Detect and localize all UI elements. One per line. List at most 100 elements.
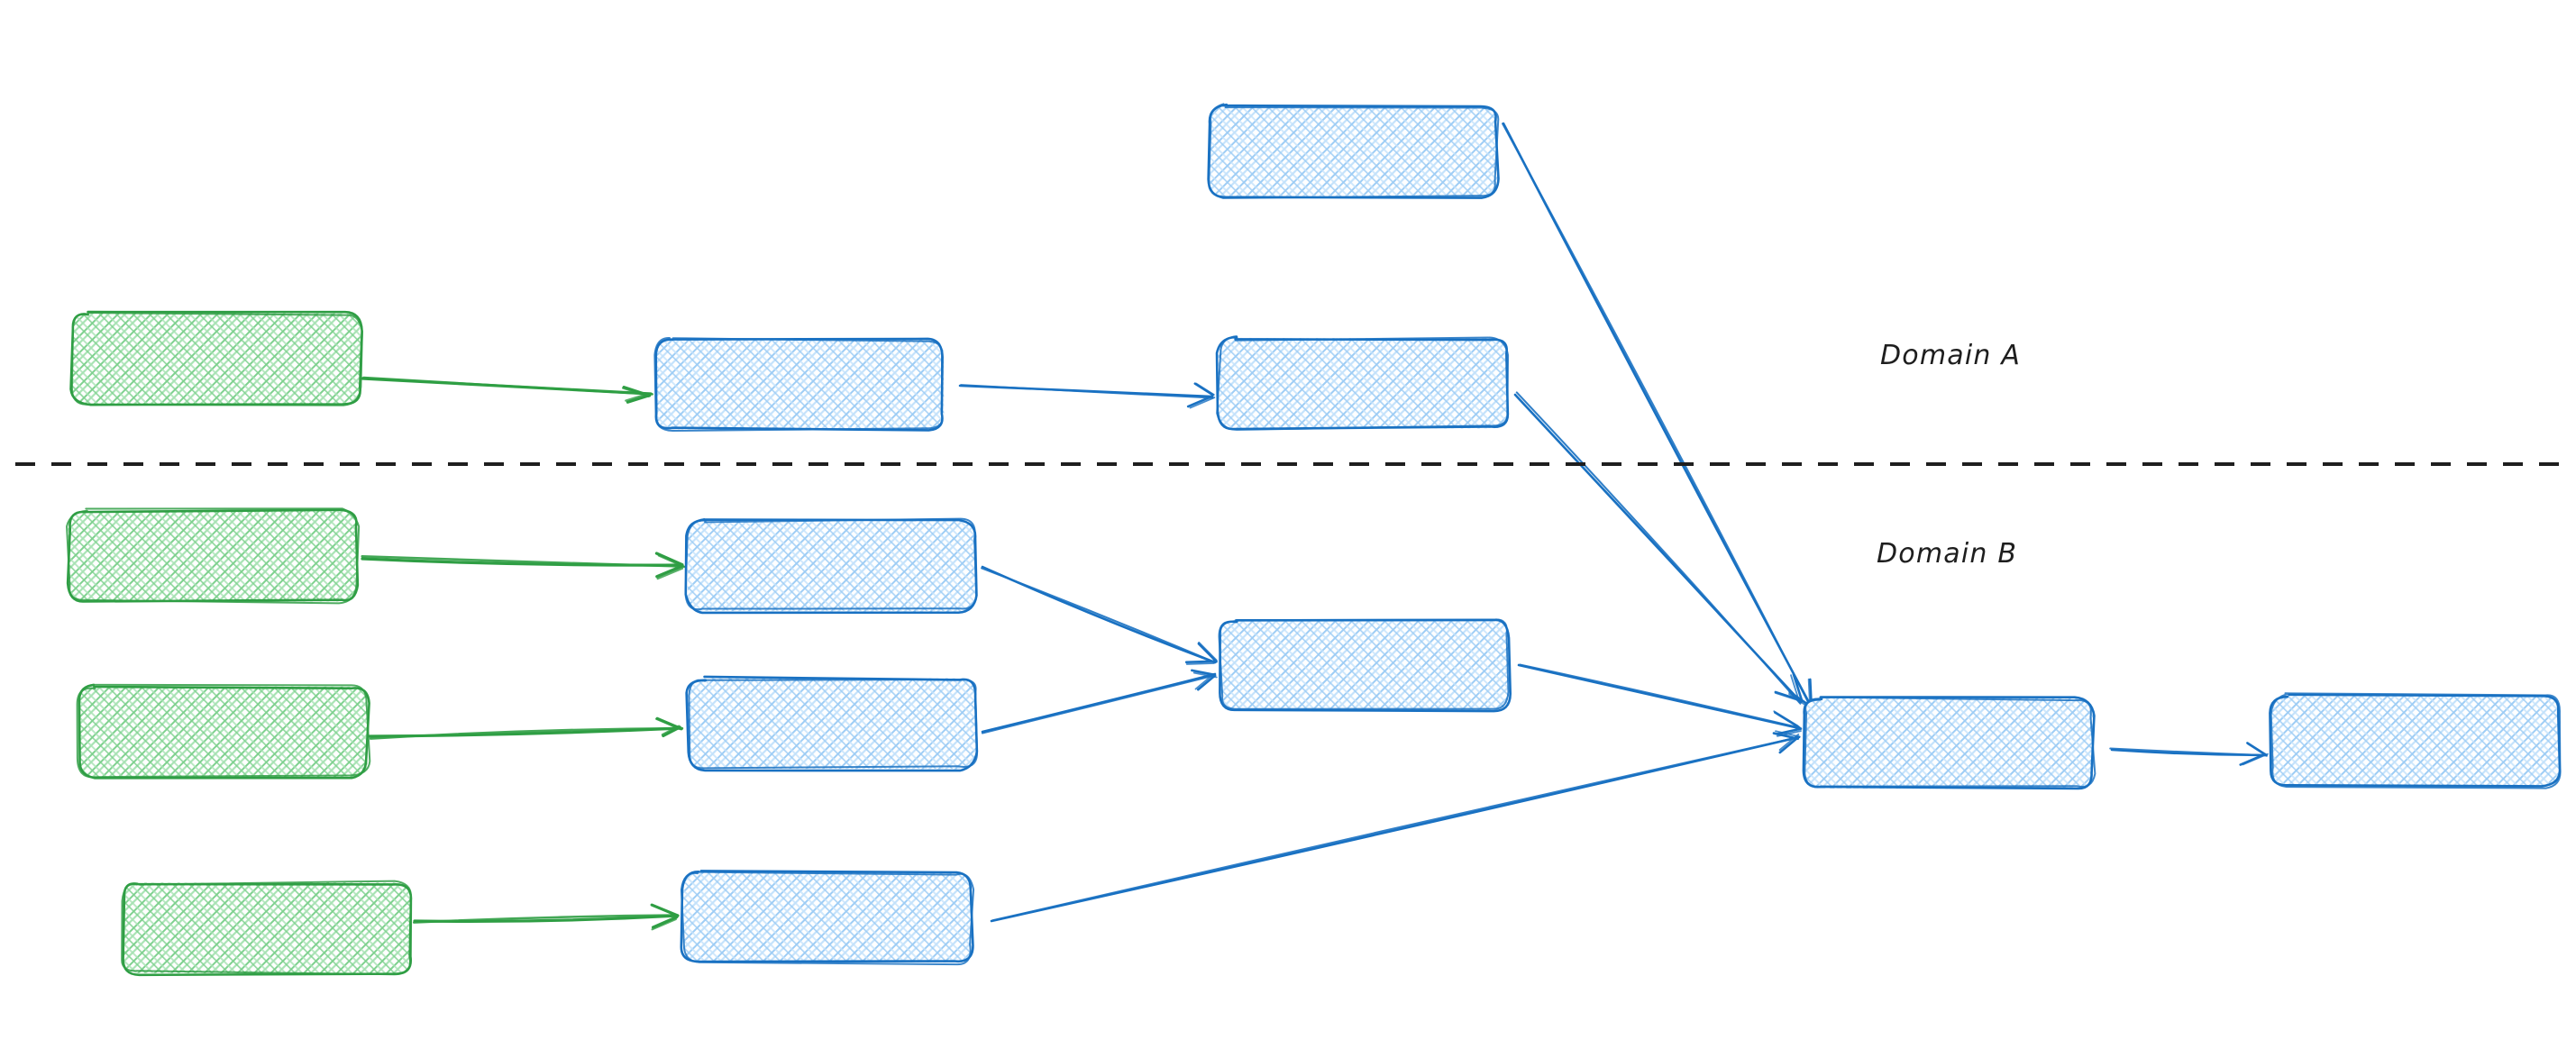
- diagram-node[interactable]: [685, 675, 979, 772]
- diagram-edge[interactable]: [412, 903, 680, 931]
- node-outline-2: [684, 517, 978, 611]
- node-outline-2: [66, 507, 361, 605]
- edge-arrowhead-echo: [1195, 382, 1215, 396]
- edge-arrowhead-echo: [1189, 397, 1216, 409]
- diagram-node[interactable]: [684, 517, 978, 615]
- edge-stroke-2: [412, 914, 679, 924]
- node-fill-hatch-b: [1208, 105, 1498, 197]
- node-outline-1: [78, 683, 370, 780]
- edge-arrowhead-echo: [650, 903, 678, 917]
- node-fill-hatch-b: [68, 511, 358, 602]
- edge-stroke-2: [1502, 123, 1812, 708]
- diagram-edge[interactable]: [1513, 391, 1804, 705]
- node-outline-2: [653, 337, 944, 433]
- diagram-node[interactable]: [1215, 335, 1510, 431]
- edge-arrowhead: [662, 725, 681, 738]
- node-fill-hatch-b: [71, 313, 361, 405]
- edge-stroke-2: [1519, 663, 1802, 729]
- edge-arrowhead: [654, 552, 684, 567]
- edge-stroke-1: [981, 672, 1217, 734]
- edge-stroke-2: [362, 376, 654, 396]
- node-fill-hatch-b: [655, 338, 945, 430]
- diagram-edge[interactable]: [361, 552, 686, 580]
- edge-arrowhead: [1191, 669, 1216, 677]
- edge-stroke-2: [981, 567, 1215, 663]
- edge-arrowhead: [655, 564, 683, 579]
- edge-arrowhead-echo: [1185, 662, 1215, 665]
- edge-arrowhead-echo: [1194, 674, 1214, 690]
- edge-arrowhead-echo: [1778, 733, 1800, 752]
- edge-arrowhead-echo: [625, 392, 649, 402]
- label-layer: Domain A Domain B: [1877, 340, 2021, 570]
- edge-arrowhead: [1774, 690, 1804, 702]
- node-outline-1: [1215, 335, 1510, 431]
- diagram-node[interactable]: [2269, 692, 2562, 789]
- edge-stroke-2: [1515, 391, 1802, 705]
- node-outline-2: [76, 683, 371, 779]
- diagram-node[interactable]: [66, 507, 361, 605]
- edge-arrowhead: [1184, 660, 1215, 664]
- edge-arrowhead-echo: [1773, 710, 1799, 727]
- edge-arrowhead-echo: [2242, 753, 2269, 766]
- diagram-node[interactable]: [121, 880, 413, 977]
- node-outline-2: [1218, 618, 1510, 710]
- node-outline-2: [680, 871, 975, 966]
- node-outline-2: [70, 312, 363, 406]
- diagram-edge[interactable]: [361, 376, 654, 404]
- edge-arrowhead: [1778, 735, 1800, 754]
- diagram-node[interactable]: [653, 337, 945, 433]
- node-outline-2: [1804, 696, 2096, 788]
- edge-stroke-2: [2109, 747, 2267, 757]
- edge-arrowhead-echo: [651, 917, 677, 931]
- diagram-edge[interactable]: [981, 669, 1218, 734]
- diagram-edge[interactable]: [2109, 742, 2269, 766]
- edge-stroke-2: [991, 736, 1799, 922]
- node-fill-hatch-b: [687, 678, 977, 769]
- node-fill-hatch-b: [687, 521, 977, 611]
- node-outline-1: [2269, 693, 2562, 788]
- node-layer: [66, 103, 2562, 977]
- edge-arrowhead: [626, 393, 652, 404]
- edge-arrowhead-echo: [1774, 691, 1804, 703]
- node-fill-hatch-b: [78, 686, 368, 778]
- edge-arrowhead-echo: [661, 725, 681, 736]
- diagram-node[interactable]: [1207, 103, 1500, 199]
- edge-stroke-2: [981, 674, 1217, 734]
- node-outline-1: [685, 675, 979, 772]
- node-outline-2: [688, 679, 979, 770]
- diagram-edge[interactable]: [1517, 663, 1803, 737]
- diagram-edge[interactable]: [981, 565, 1218, 665]
- node-fill-hatch-b: [1219, 619, 1510, 710]
- diagram-node[interactable]: [1802, 696, 2096, 790]
- edge-arrowhead: [1792, 672, 1804, 703]
- node-fill-hatch-b: [123, 882, 412, 974]
- node-outline-2: [2270, 692, 2562, 789]
- edge-arrowhead: [651, 916, 679, 929]
- diagram-node[interactable]: [680, 870, 975, 966]
- diagram-node[interactable]: [1218, 618, 1512, 713]
- edge-stroke-2: [960, 384, 1214, 399]
- edge-arrowhead: [1186, 395, 1214, 408]
- label-domain-b: Domain B: [1877, 538, 2017, 570]
- diagram-edge[interactable]: [368, 716, 684, 740]
- edge-arrowhead: [1197, 642, 1218, 663]
- edge-arrowhead-echo: [656, 567, 684, 580]
- node-outline-2: [121, 880, 412, 976]
- edge-arrowhead-echo: [1790, 674, 1801, 704]
- diagram-edge[interactable]: [958, 382, 1216, 409]
- node-fill-hatch-b: [1218, 337, 1508, 428]
- node-fill-hatch-b: [2270, 695, 2561, 787]
- label-domain-a: Domain A: [1880, 340, 2021, 371]
- diagram-node[interactable]: [76, 683, 371, 780]
- diagram-edge[interactable]: [990, 730, 1801, 923]
- node-fill-hatch-b: [682, 871, 973, 962]
- diagram-node[interactable]: [69, 310, 363, 406]
- edge-stroke-2: [369, 726, 684, 740]
- node-fill-hatch-b: [1804, 698, 2094, 789]
- edge-arrowhead: [1196, 674, 1217, 691]
- edge-arrowhead-echo: [657, 554, 686, 569]
- edge-arrowhead: [2239, 753, 2267, 766]
- edge-layer: [361, 122, 2269, 931]
